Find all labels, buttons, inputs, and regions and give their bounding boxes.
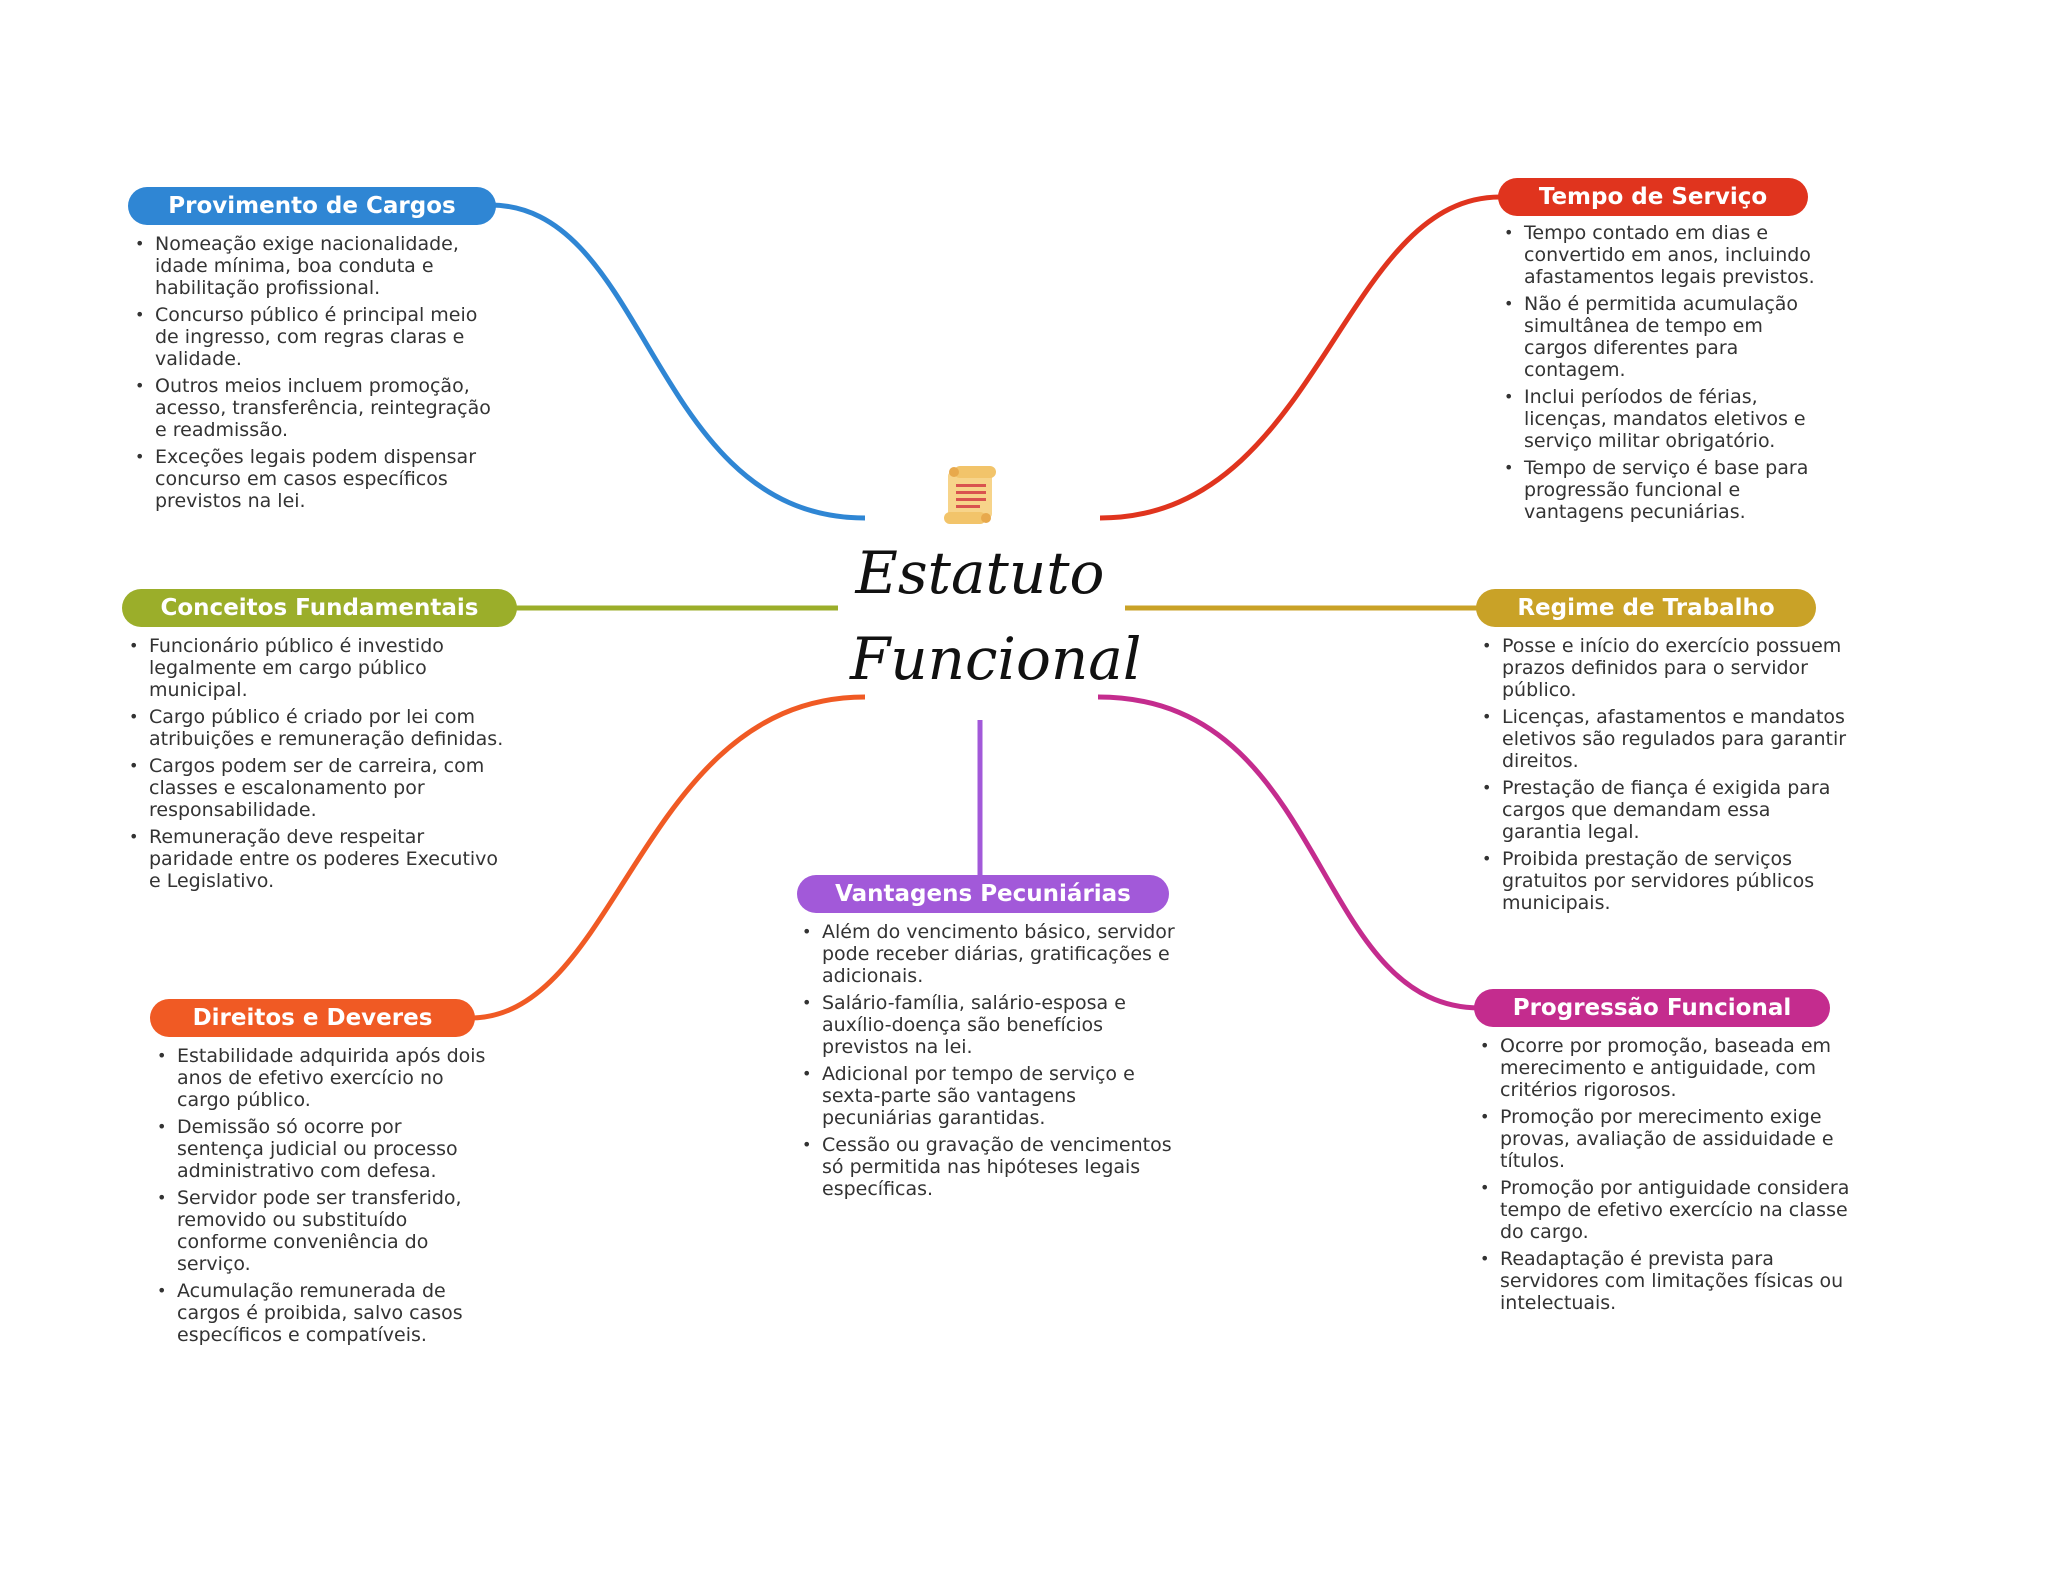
branch-list-vantagens: Além do vencimento básico, servidor pode… xyxy=(800,921,1175,1205)
branch-title-provimento: Provimento de Cargos xyxy=(128,187,496,225)
connector-tempo xyxy=(1099,194,1501,521)
branch-list-progressao: Ocorre por promoção, baseada em merecime… xyxy=(1478,1035,1853,1319)
list-item: Concurso público é principal meio de ing… xyxy=(133,304,503,370)
branch-list-direitos: Estabilidade adquirida após dois anos de… xyxy=(155,1045,490,1351)
list-item: Salário-família, salário-esposa e auxíli… xyxy=(800,992,1175,1058)
list-item: Proibida prestação de serviços gratuitos… xyxy=(1480,848,1855,914)
list-item: Tempo de serviço é base para progressão … xyxy=(1502,457,1832,523)
branch-title-progressao: Progressão Funcional xyxy=(1474,989,1830,1027)
branch-title-conceitos: Conceitos Fundamentais xyxy=(122,589,517,627)
central-topic-line1: Estatuto xyxy=(855,539,1105,607)
branch-title-vantagens: Vantagens Pecuniárias xyxy=(797,875,1169,913)
branch-title-direitos: Direitos e Deveres xyxy=(150,999,475,1037)
list-item: Prestação de fiança é exigida para cargo… xyxy=(1480,777,1855,843)
list-item: Outros meios incluem promoção, acesso, t… xyxy=(133,375,503,441)
branch-list-conceitos: Funcionário público é investido legalmen… xyxy=(127,635,507,897)
list-item: Readaptação é prevista para servidores c… xyxy=(1478,1248,1853,1314)
list-item: Exceções legais podem dispensar concurso… xyxy=(133,446,503,512)
list-item: Inclui períodos de férias, licenças, man… xyxy=(1502,386,1832,452)
list-item: Posse e início do exercício possuem praz… xyxy=(1480,635,1855,701)
list-item: Além do vencimento básico, servidor pode… xyxy=(800,921,1175,987)
scroll-icon xyxy=(944,466,996,524)
list-item: Promoção por antiguidade considera tempo… xyxy=(1478,1177,1853,1243)
list-item: Estabilidade adquirida após dois anos de… xyxy=(155,1045,490,1111)
list-item: Ocorre por promoção, baseada em merecime… xyxy=(1478,1035,1853,1101)
central-topic: Estatuto Funcional xyxy=(850,530,1142,702)
list-item: Licenças, afastamentos e mandatos eletiv… xyxy=(1480,706,1855,772)
central-topic-line2: Funcional xyxy=(850,625,1142,693)
list-item: Cargo público é criado por lei com atrib… xyxy=(127,706,507,750)
branch-list-regime: Posse e início do exercício possuem praz… xyxy=(1480,635,1855,919)
list-item: Servidor pode ser transferido, removido … xyxy=(155,1187,490,1275)
connector-direitos xyxy=(469,694,866,1021)
connector-provimento xyxy=(489,202,866,521)
list-item: Nomeação exige nacionalidade, idade míni… xyxy=(133,233,503,299)
list-item: Remuneração deve respeitar paridade entr… xyxy=(127,826,507,892)
branch-list-tempo: Tempo contado em dias e convertido em an… xyxy=(1502,222,1832,528)
branch-list-provimento: Nomeação exige nacionalidade, idade míni… xyxy=(133,233,503,517)
list-item: Tempo contado em dias e convertido em an… xyxy=(1502,222,1832,288)
branch-title-regime: Regime de Trabalho xyxy=(1476,589,1816,627)
list-item: Cargos podem ser de carreira, com classe… xyxy=(127,755,507,821)
list-item: Funcionário público é investido legalmen… xyxy=(127,635,507,701)
list-item: Acumulação remunerada de cargos é proibi… xyxy=(155,1280,490,1346)
branch-title-tempo: Tempo de Serviço xyxy=(1498,178,1808,216)
list-item: Adicional por tempo de serviço e sexta-p… xyxy=(800,1063,1175,1129)
list-item: Cessão ou gravação de vencimentos só per… xyxy=(800,1134,1175,1200)
list-item: Demissão só ocorre por sentença judicial… xyxy=(155,1116,490,1182)
list-item: Não é permitida acumulação simultânea de… xyxy=(1502,293,1832,381)
list-item: Promoção por merecimento exige provas, a… xyxy=(1478,1106,1853,1172)
connector-progressao xyxy=(1097,694,1481,1011)
